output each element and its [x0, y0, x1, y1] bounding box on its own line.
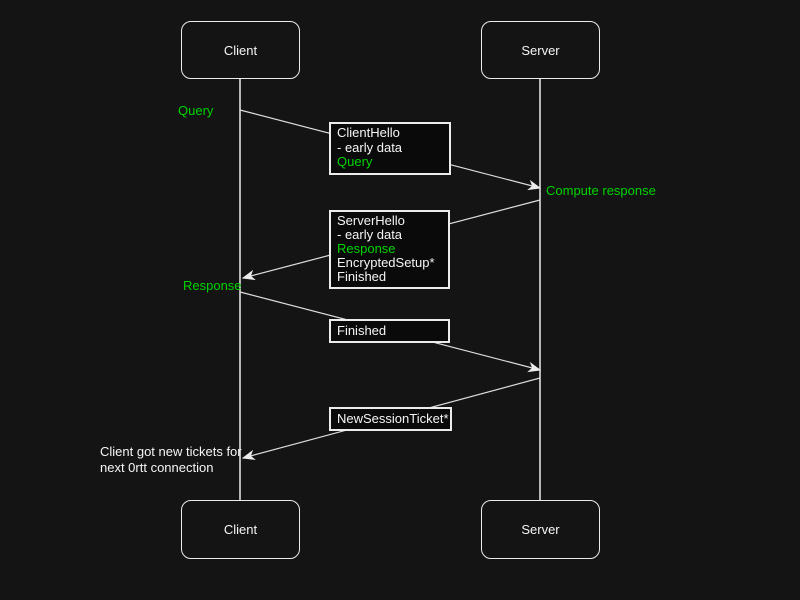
- message-box-server-hello: ServerHello - early data Response Encryp…: [329, 210, 450, 289]
- actor-label: Client: [223, 42, 258, 58]
- message-line: - early data: [337, 227, 403, 242]
- actor-client-top: Client: [181, 21, 300, 79]
- message-box-finished: Finished: [329, 319, 450, 343]
- note-line: next 0rtt connection: [100, 460, 214, 475]
- note-line: Client got new tickets for: [100, 444, 242, 459]
- label-compute-response: Compute response: [546, 183, 656, 198]
- message-line: Finished: [337, 269, 387, 284]
- message-line: Finished: [337, 323, 387, 338]
- message-line: NewSessionTicket*: [337, 411, 449, 426]
- actor-server-bottom: Server: [481, 500, 600, 559]
- message-line: EncryptedSetup*: [337, 255, 435, 270]
- note-new-tickets: Client got new tickets for next 0rtt con…: [100, 444, 242, 476]
- label-query: Query: [178, 103, 214, 118]
- label-response: Response: [183, 278, 242, 293]
- message-line: - early data: [337, 139, 403, 155]
- message-box-client-hello: ClientHello - early data Query: [329, 122, 451, 175]
- actor-label: Client: [223, 522, 258, 537]
- message-line-response: Response: [337, 241, 396, 256]
- actor-label: Server: [521, 522, 560, 537]
- actor-client-bottom: Client: [181, 500, 300, 559]
- message-line-query: Query: [337, 154, 373, 169]
- message-box-new-session-ticket: NewSessionTicket*: [329, 407, 452, 431]
- message-line: ServerHello: [337, 213, 405, 228]
- actor-label: Server: [521, 42, 560, 58]
- message-line: ClientHello: [337, 125, 400, 140]
- actor-server-top: Server: [481, 21, 600, 79]
